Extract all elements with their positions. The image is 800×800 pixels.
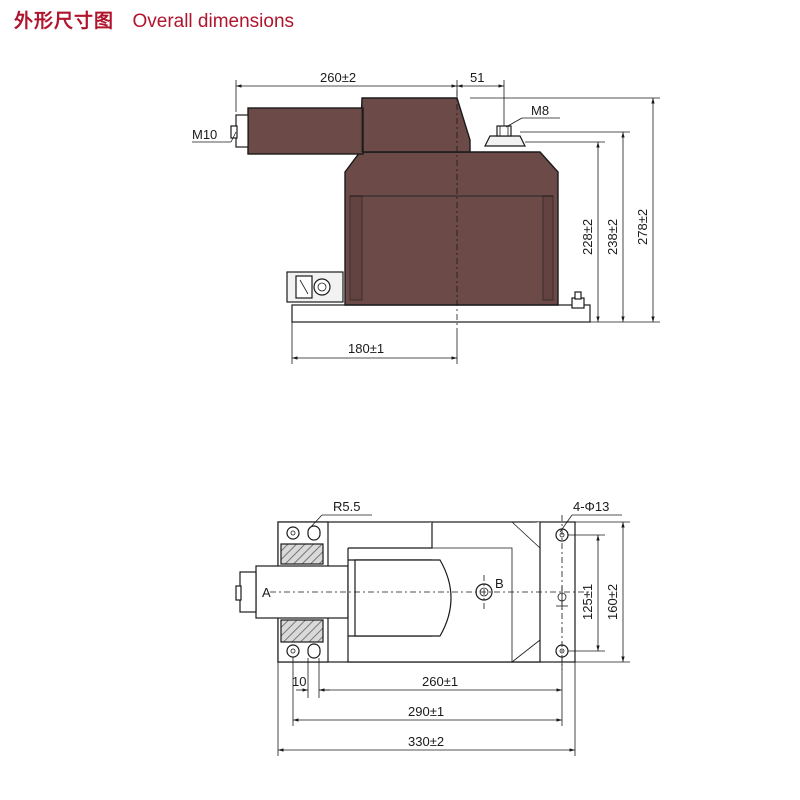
title-english: Overall dimensions: [132, 11, 295, 32]
m10-label: M10: [192, 127, 217, 142]
dim-length-label: 260±2: [320, 70, 356, 85]
dim-offset-label: 51: [470, 70, 484, 85]
upper-bushing: [345, 97, 471, 153]
dim-260-label: 260±1: [422, 674, 458, 689]
terminal-nut-icon: [313, 278, 331, 296]
m10-terminal: [235, 114, 249, 148]
slot-icon: [307, 643, 321, 659]
dim-330-label: 330±2: [408, 734, 444, 749]
label-a: A: [262, 585, 271, 600]
m8-label: M8: [531, 103, 549, 118]
dim-125-label: 125±1: [580, 584, 595, 620]
dim-10-label: 10: [292, 674, 306, 689]
m8-terminal: [484, 135, 526, 147]
page-title: 外形尺寸图 Overall dimensions: [14, 6, 294, 32]
dim-height-2-label: 238±2: [605, 219, 620, 255]
top-view: R5.5 4-Φ13 A B 125±1 160±2: [235, 499, 630, 756]
primary-conductor: [247, 107, 364, 155]
bushing-top: [354, 559, 452, 637]
r-label: R5.5: [333, 499, 360, 514]
dim-height-3-label: 278±2: [635, 209, 650, 245]
holes-label: 4-Φ13: [573, 499, 609, 514]
mount-hole-icon: [286, 644, 300, 658]
dim-base-label: 180±1: [348, 341, 384, 356]
dim-height-1-label: 228±2: [580, 219, 595, 255]
title-chinese: 外形尺寸图: [14, 10, 115, 32]
dim-290-label: 290±1: [408, 704, 444, 719]
main-body: [344, 151, 559, 306]
mount-hole-icon: [286, 526, 300, 540]
dim-160-label: 160±2: [605, 584, 620, 620]
slot-icon: [307, 525, 321, 541]
side-view: 260±2 51 M8 M10 228±2 238±2 278±2: [192, 70, 660, 364]
base-plate: [291, 304, 591, 323]
hatched-block-top: [280, 543, 324, 565]
label-b: B: [495, 576, 504, 591]
hatched-block-bottom: [280, 619, 324, 643]
